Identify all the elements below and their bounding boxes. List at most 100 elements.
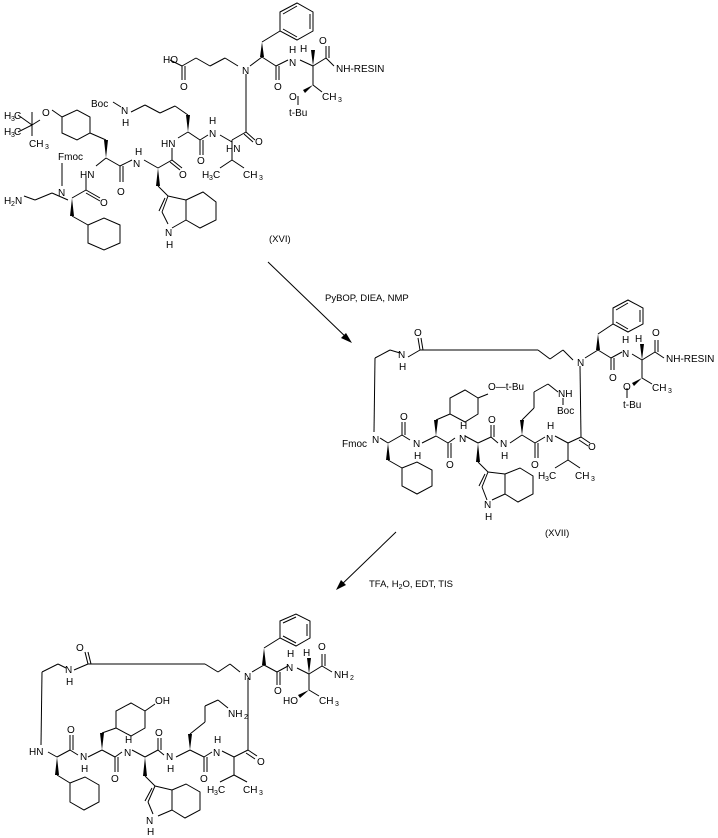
reaction-arrow-1: PyBOP, DIEA, NMP	[267, 261, 409, 343]
svg-text:NH: NH	[558, 389, 572, 400]
svg-text:N: N	[121, 106, 128, 117]
svg-text:C: C	[213, 170, 220, 181]
svg-text:H: H	[202, 170, 209, 181]
svg-text:O: O	[255, 137, 263, 148]
svg-text:O: O	[197, 156, 205, 167]
svg-text:N: N	[244, 672, 251, 683]
svg-text:OH: OH	[155, 696, 170, 707]
svg-text:3: 3	[11, 132, 15, 139]
compound-label-xvi: (XVI)	[269, 234, 291, 245]
svg-text:O: O	[446, 460, 454, 471]
svg-text:H: H	[399, 362, 406, 373]
svg-text:C: C	[14, 111, 21, 122]
svg-text:H: H	[207, 785, 214, 796]
reaction-arrow-2: TFA, H2O, EDT, TIS	[336, 531, 453, 591]
svg-text:O: O	[609, 373, 617, 384]
svg-text:O: O	[488, 415, 496, 426]
svg-text:N: N	[213, 748, 220, 759]
svg-text:N: N	[289, 58, 296, 69]
svg-text:NH: NH	[228, 709, 242, 720]
svg-text:CH: CH	[575, 471, 589, 482]
svg-text:2: 2	[350, 675, 354, 682]
svg-text:Boc: Boc	[557, 406, 574, 417]
svg-text:O: O	[257, 757, 265, 768]
svg-text:3: 3	[545, 476, 549, 483]
svg-text:HN: HN	[161, 139, 175, 150]
svg-text:CH: CH	[319, 696, 333, 707]
svg-text:O: O	[274, 82, 282, 93]
svg-text:O: O	[289, 92, 297, 103]
svg-text:NH-RESIN: NH-RESIN	[666, 354, 714, 365]
svg-text:H: H	[4, 196, 11, 207]
svg-text:HO: HO	[163, 55, 178, 66]
svg-text:N: N	[58, 188, 65, 199]
svg-text:CH: CH	[322, 92, 336, 103]
svg-text:O: O	[111, 774, 119, 785]
svg-text:N: N	[546, 434, 553, 445]
svg-text:CH: CH	[29, 139, 43, 150]
svg-text:O—t-Bu: O—t-Bu	[488, 382, 524, 393]
svg-text:HN: HN	[29, 747, 43, 758]
svg-text:H: H	[303, 648, 310, 659]
svg-text:O: O	[588, 442, 596, 453]
svg-text:N: N	[622, 349, 629, 360]
svg-text:O: O	[652, 328, 660, 339]
svg-text:O: O	[155, 728, 163, 739]
svg-text:C: C	[14, 127, 21, 138]
svg-text:N: N	[124, 748, 131, 759]
compound-product	[40, 613, 333, 819]
svg-text:NH-RESIN: NH-RESIN	[336, 64, 384, 75]
svg-text:H: H	[622, 335, 629, 346]
svg-text:N: N	[133, 159, 140, 170]
svg-text:3: 3	[209, 175, 213, 182]
svg-text:H: H	[289, 45, 296, 56]
svg-text:H: H	[122, 118, 129, 129]
svg-text:N: N	[146, 816, 153, 827]
svg-text:O: O	[318, 642, 326, 653]
svg-text:HO: HO	[283, 696, 298, 707]
svg-text:N: N	[459, 434, 466, 445]
svg-text:N: N	[65, 665, 72, 676]
svg-text:Fmoc: Fmoc	[342, 439, 367, 450]
svg-text:H: H	[414, 451, 421, 462]
svg-text:HN: HN	[226, 144, 240, 155]
svg-text:3: 3	[338, 97, 342, 104]
svg-text:t-Bu: t-Bu	[623, 400, 641, 411]
svg-text:Boc: Boc	[91, 99, 108, 110]
svg-text:C: C	[218, 785, 225, 796]
svg-text:N: N	[372, 435, 379, 446]
svg-text:O: O	[42, 108, 50, 119]
svg-text:t-Bu: t-Bu	[289, 108, 307, 119]
svg-text:CH: CH	[652, 383, 666, 394]
svg-text:O: O	[100, 198, 108, 209]
svg-text:O: O	[180, 82, 188, 93]
svg-text:Fmoc: Fmoc	[58, 152, 83, 163]
svg-text:N: N	[165, 228, 172, 239]
svg-text:O: O	[67, 725, 75, 736]
svg-text:2: 2	[244, 714, 248, 721]
benzene-ring	[279, 2, 314, 41]
svg-text:H: H	[81, 764, 88, 775]
svg-text:H: H	[125, 735, 132, 746]
svg-text:HN: HN	[80, 170, 94, 181]
svg-text:H: H	[300, 44, 307, 55]
svg-text:H: H	[147, 827, 154, 838]
svg-text:C: C	[549, 471, 556, 482]
svg-text:3: 3	[335, 701, 339, 708]
svg-text:H: H	[4, 111, 11, 122]
svg-text:O: O	[623, 382, 631, 393]
svg-text:O: O	[179, 170, 187, 181]
svg-text:3: 3	[259, 175, 263, 182]
svg-text:H: H	[214, 735, 221, 746]
svg-text:3: 3	[214, 790, 218, 797]
svg-text:H: H	[501, 451, 508, 462]
svg-text:CH: CH	[243, 785, 257, 796]
svg-text:N: N	[413, 439, 420, 450]
svg-text:O: O	[319, 36, 327, 47]
svg-text:H: H	[135, 147, 142, 158]
svg-text:CH: CH	[243, 170, 257, 181]
svg-text:3: 3	[591, 476, 595, 483]
